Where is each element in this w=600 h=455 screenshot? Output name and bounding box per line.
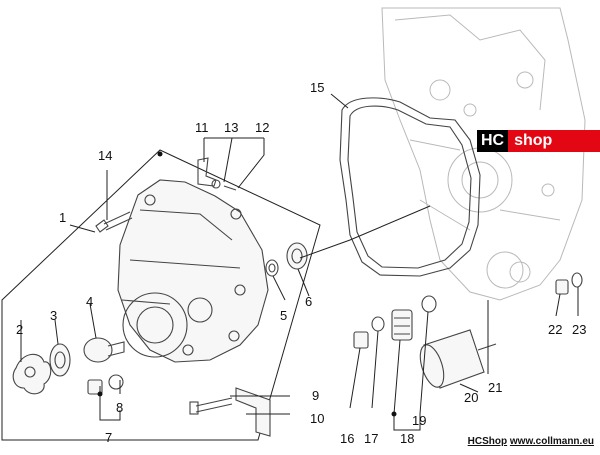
oil-sensor	[555, 272, 583, 295]
callout-21: 21	[488, 380, 502, 395]
callout-15: 15	[310, 80, 324, 95]
callout-22: 22	[548, 322, 562, 337]
pump-shaft	[83, 337, 125, 363]
impeller	[12, 353, 52, 395]
logo-shop: shop	[508, 130, 600, 152]
callout-18: 18	[400, 431, 414, 446]
callout-14: 14	[98, 148, 112, 163]
callout-8: 8	[116, 400, 123, 415]
callout-9: 9	[312, 388, 319, 403]
gasket	[339, 97, 481, 277]
bracket	[197, 157, 237, 191]
leader-lines	[20, 93, 579, 431]
oil-seal	[265, 259, 279, 277]
clamp-plate	[189, 387, 271, 437]
engine-block	[381, 7, 586, 301]
bearing	[286, 242, 308, 270]
callout-2: 2	[16, 322, 23, 337]
callout-17: 17	[364, 431, 378, 446]
callout-10: 10	[310, 411, 324, 426]
oil-filter-parts	[353, 295, 437, 349]
callout-11: 11	[195, 120, 209, 135]
drain-plug	[87, 374, 124, 395]
callout-labels: 1 2 3 4 5 6 7 8 9 10 11 12 13 14 15 16 1…	[16, 80, 586, 446]
callout-4: 4	[86, 294, 93, 309]
oil-filter	[419, 329, 497, 389]
callout-5: 5	[280, 308, 287, 323]
callout-12: 12	[255, 120, 269, 135]
logo-hc: HC	[477, 130, 509, 152]
callout-20: 20	[464, 390, 478, 405]
footer-brand[interactable]: HCShop	[467, 436, 508, 447]
pump-seal	[49, 343, 71, 377]
bolt	[95, 211, 133, 233]
cover-group-outline	[1, 149, 321, 441]
callout-6: 6	[305, 294, 312, 309]
callout-13: 13	[224, 120, 238, 135]
group-markers	[97, 151, 397, 417]
hcshop-logo: HC shop	[477, 130, 600, 152]
footer-url[interactable]: www.collmann.eu	[509, 436, 594, 447]
footer-credit: HCShop www.collmann.eu	[468, 436, 594, 447]
callout-3: 3	[50, 308, 57, 323]
callout-1: 1	[59, 210, 66, 225]
callout-23: 23	[572, 322, 586, 337]
crankcase-cover	[117, 179, 269, 363]
callout-16: 16	[340, 431, 354, 446]
callout-19: 19	[412, 413, 426, 428]
callout-7: 7	[105, 430, 112, 445]
